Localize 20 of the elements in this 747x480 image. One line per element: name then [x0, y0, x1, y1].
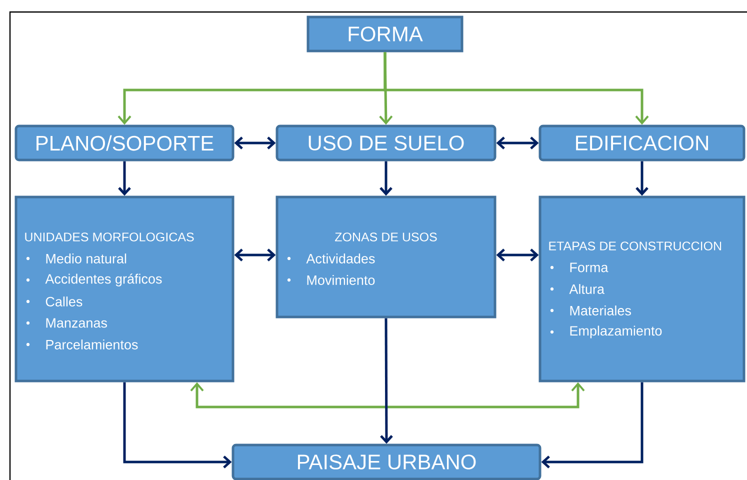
arrow [636, 161, 648, 196]
arrow [496, 136, 539, 150]
title-box: FORMA [306, 16, 464, 52]
arrow [496, 248, 539, 262]
list-box: ZONAS DE USOS Actividades Movimiento [276, 196, 496, 318]
list-box: UNIDADES MORFOLOGICAS Medio natural Accidentes gráficos Calles Manzanas Parcelamientos [14, 196, 234, 382]
heading-box: PAISAJE URBANO [232, 444, 542, 480]
arrow [541, 382, 644, 468]
arrow [234, 248, 276, 262]
arrow [380, 161, 392, 196]
heading-box: EDIFICACION [538, 124, 746, 162]
arrow [384, 52, 649, 125]
arrow [380, 318, 393, 444]
arrow [234, 136, 276, 150]
list-box: ETAPAS DE CONSTRUCCION Forma Altura Materiales Emplazamiento [538, 196, 746, 382]
arrow [118, 161, 131, 196]
arrow [190, 382, 585, 408]
arrow [123, 382, 232, 468]
heading-box: PLANO/SOPORTE [14, 124, 234, 162]
heading-box: USO DE SUELO [276, 124, 496, 162]
